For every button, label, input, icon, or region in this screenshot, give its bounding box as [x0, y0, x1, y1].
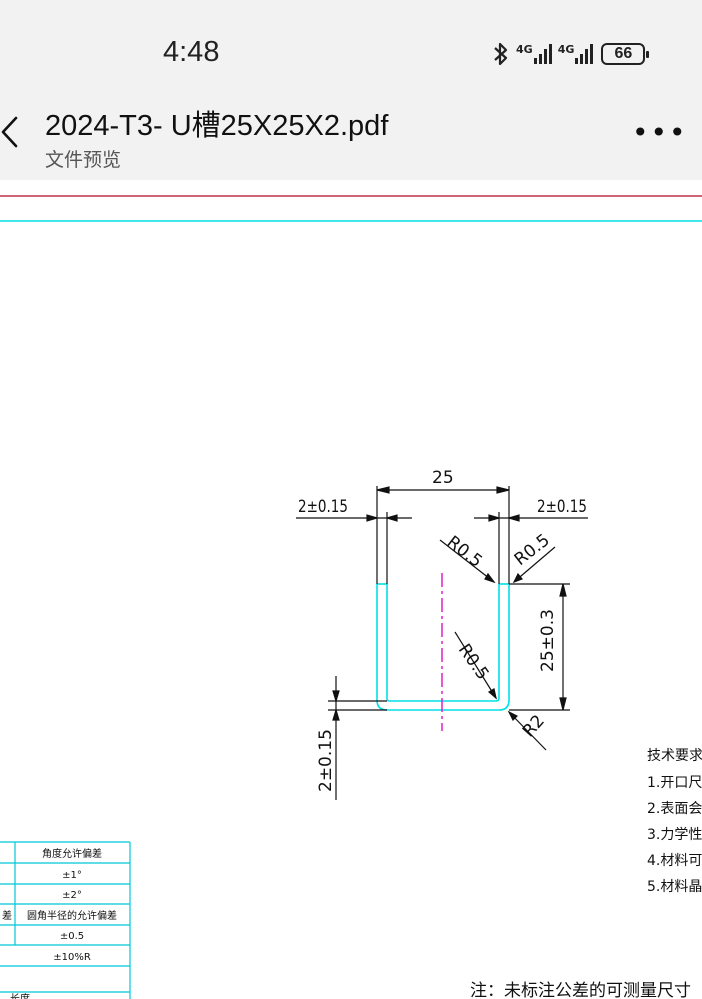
signal-4g-icon-1: 4G	[516, 44, 552, 64]
table-cell: 圆角半径的允许偏差	[27, 909, 117, 922]
app-bar: 2024-T3- U槽25X25X2.pdf 文件预览 •••	[0, 90, 702, 180]
tolerance-table	[0, 841, 131, 999]
table-cell: ±10%R	[53, 952, 91, 963]
back-arrow-icon[interactable]	[0, 112, 30, 152]
bluetooth-icon	[494, 42, 508, 66]
more-options-icon[interactable]: •••	[632, 116, 688, 149]
radius-outer-label: R2	[519, 711, 549, 741]
tech-item: 4.材料可能	[647, 853, 702, 869]
document-subtitle: 文件预览	[45, 149, 122, 171]
radius-top-right-label: R0.5	[511, 530, 554, 570]
status-bar: 4:48 4G 4G 66	[0, 0, 702, 90]
tech-item: 1.开口尺寸	[647, 775, 702, 791]
table-cell: ±2°	[62, 890, 82, 901]
status-time: 4:48	[163, 36, 220, 68]
table-cell: ±1°	[62, 870, 82, 881]
status-icons: 4G 4G 66	[492, 38, 650, 70]
table-cell: 长度	[10, 992, 30, 999]
tech-item: 2.表面会有	[647, 801, 702, 817]
u-channel-profile	[376, 583, 510, 711]
dim-width-label: 25	[432, 468, 454, 488]
signal-4g-icon-2: 4G	[558, 44, 594, 64]
document-title: 2024-T3- U槽25X25X2.pdf	[45, 110, 389, 142]
radius-top-left-label: R0.5	[443, 532, 486, 572]
drawing-note: 注：未标注公差的可测量尺寸	[470, 981, 691, 999]
dim-bottom-label: 2±0.15	[316, 729, 336, 792]
table-cell: 角度允许偏差	[42, 847, 102, 860]
table-cell: 差	[2, 909, 12, 922]
table-cell: ±0.5	[60, 931, 84, 942]
battery-icon: 66	[601, 43, 650, 65]
tech-item: 5.材料晶粒	[647, 879, 702, 895]
technical-drawing: 25 2±0.15 2±0.15 R0.5 R0.5 R0.5 25±0.3 R…	[0, 195, 702, 999]
tech-requirements-title: 技术要求:	[647, 748, 702, 764]
dim-height-label: 25±0.3	[538, 609, 558, 672]
dim-left-wall-label: 2±0.15	[298, 497, 348, 517]
dim-right-wall-label: 2±0.15	[537, 497, 587, 517]
radius-inner-label: R0.5	[454, 640, 493, 683]
pdf-viewer[interactable]: 25 2±0.15 2±0.15 R0.5 R0.5 R0.5 25±0.3 R…	[0, 180, 702, 999]
tech-item: 3.力学性能	[647, 827, 702, 843]
